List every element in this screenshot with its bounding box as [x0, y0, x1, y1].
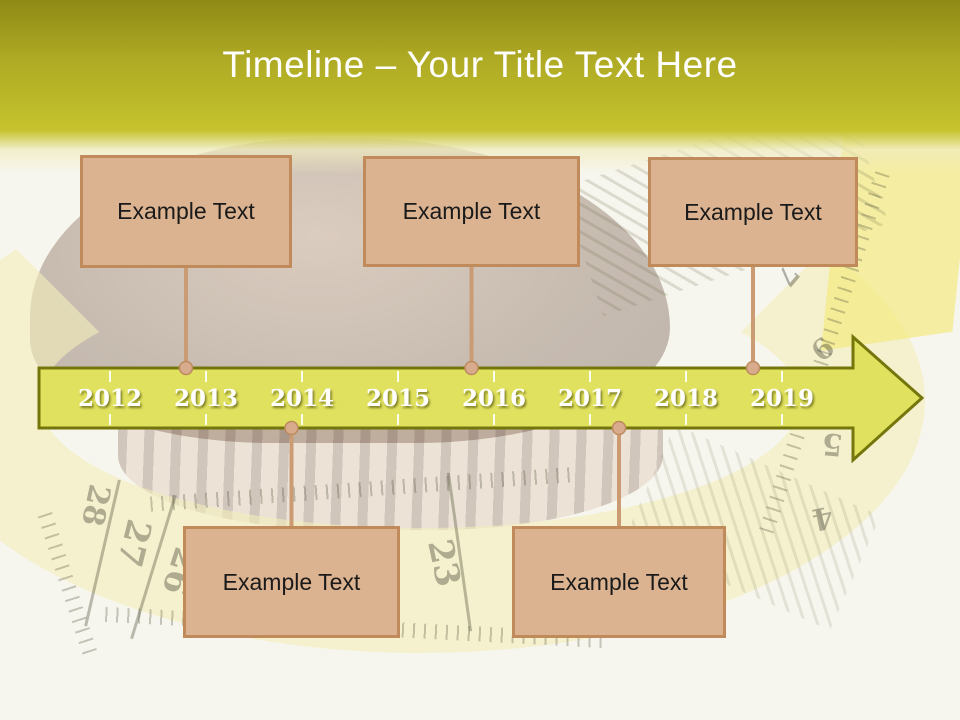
connector-dot [464, 360, 479, 376]
event-box-4: Example Text [183, 526, 400, 638]
year-label: 2017 [557, 385, 622, 412]
connector-dot [745, 360, 761, 376]
tick-mark [301, 414, 303, 425]
title-bar: Timeline – Your Title Text Here [0, 0, 960, 130]
tick-mark [493, 371, 495, 382]
connector-dot [284, 420, 299, 436]
tick-mark [397, 414, 399, 425]
tick-mark [781, 371, 783, 382]
event-box-2: Example Text [363, 156, 580, 267]
year-label: 2015 [365, 385, 430, 412]
event-connectors [178, 267, 761, 526]
event-box-1: Example Text [80, 155, 292, 268]
year-label: 2014 [269, 385, 334, 412]
tick-mark [685, 371, 687, 382]
event-box-3: Example Text [648, 157, 858, 267]
tick-mark [397, 371, 399, 382]
tick-mark [109, 414, 111, 425]
year-label: 2019 [749, 385, 814, 412]
connector-dot [178, 360, 194, 376]
tick-mark [109, 371, 111, 382]
connector-dot [611, 420, 627, 436]
slide-title: Timeline – Your Title Text Here [222, 44, 738, 85]
tick-mark [685, 414, 687, 425]
tick-mark [301, 371, 303, 382]
timeline-tick-marks [109, 371, 783, 425]
year-label: 2018 [653, 385, 718, 412]
tick-mark [205, 371, 207, 382]
tick-mark [589, 371, 591, 382]
tick-mark [205, 414, 207, 425]
year-label: 2012 [77, 385, 142, 412]
year-label: 2016 [461, 385, 526, 412]
event-box-5: Example Text [512, 526, 726, 638]
year-label: 2013 [173, 385, 238, 412]
tick-mark [781, 414, 783, 425]
tick-mark [493, 414, 495, 425]
tick-mark [589, 414, 591, 425]
